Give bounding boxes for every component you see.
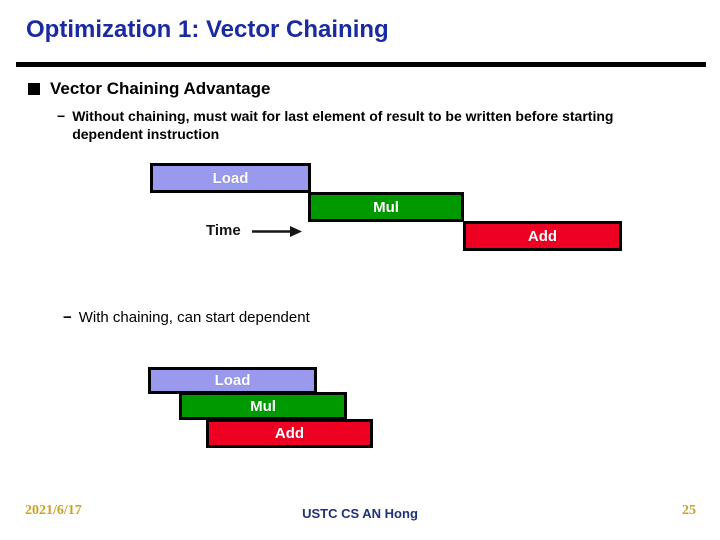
without-chaining-text: Without chaining, must wait for last ele…: [72, 108, 614, 142]
sub-bullet-without-chaining: − Without chaining, must wait for last e…: [57, 107, 647, 143]
mul-bar-without-chaining: Mul: [308, 192, 464, 222]
with-chaining-text: With chaining, can start dependent: [78, 309, 310, 326]
add-bar-without-chaining: Add: [463, 221, 622, 251]
mul-bar-label: Mul: [373, 198, 399, 216]
section-bullet: Vector Chaining Advantage: [28, 79, 270, 99]
add-bar-with-chaining: Add: [206, 419, 373, 448]
footer-date: 2021/6/17: [25, 503, 82, 518]
dash-bullet-icon: −: [63, 309, 72, 326]
add-bar-label: Add: [274, 425, 305, 442]
add-bar-label: Add: [527, 227, 558, 245]
time-arrow-icon: [252, 226, 302, 237]
load-bar-with-chaining: Load: [148, 367, 317, 394]
sub-bullet-with-chaining: − With chaining, can start dependent: [63, 308, 310, 327]
footer-credit: USTC CS AN Hong: [302, 506, 418, 521]
time-axis-label: Time: [206, 222, 241, 239]
square-bullet-icon: [28, 83, 40, 95]
load-bar-label: Load: [214, 372, 251, 389]
mul-bar-with-chaining: Mul: [179, 392, 347, 420]
section-bullet-label: Vector Chaining Advantage: [50, 79, 271, 98]
slide-title: Optimization 1: Vector Chaining: [26, 16, 389, 43]
load-bar-without-chaining: Load: [150, 163, 311, 193]
load-bar-label: Load: [212, 169, 249, 187]
title-divider: [16, 62, 706, 67]
dash-bullet-icon: −: [57, 108, 66, 124]
footer-page-number: 25: [682, 503, 696, 518]
mul-bar-label: Mul: [250, 397, 276, 415]
